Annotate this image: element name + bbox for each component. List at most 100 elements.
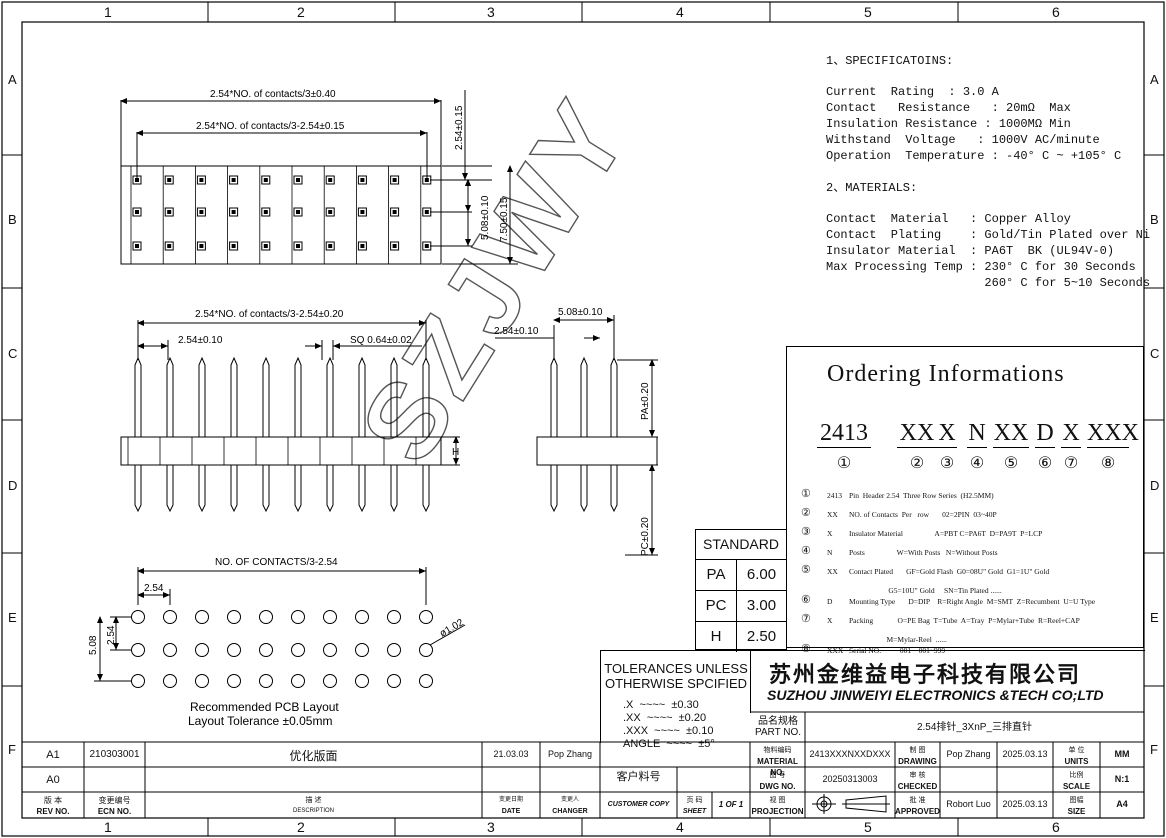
column-label-top: 5 [864,4,872,20]
order-item-desc: Contact Plated GF=Gold Flash G0=08U" Gol… [849,567,1050,576]
pcb-hole [227,674,241,688]
dim-pc: PC±0.20 [640,517,651,556]
order-item-num: ① [801,488,811,500]
order-item-desc: G5=10U" Gold SN=Tin Plated ...... [849,586,1002,595]
side-pin-lower [166,465,174,513]
rev-number: A0 [46,774,60,786]
scale-value: N:1 [1114,774,1130,784]
pin-square [132,241,142,251]
pcb-hole [387,610,401,624]
units-en: UNITS [1064,757,1089,766]
dim-pcb-v2: 5.08 [88,635,99,655]
pin-square [357,175,367,185]
pin-square [164,175,174,185]
approved-name: Robort Luo [946,799,991,809]
pin-square-inner [360,210,365,214]
side-pin-lower [134,465,142,513]
pin-square-inner [263,210,268,214]
pcb-hole [323,610,337,624]
material-line: Insulator Material : PA6T BK (UL94V-0) [826,244,1115,258]
scale-en: SCALE [1062,782,1091,791]
row-label-left: F [8,742,16,757]
date-header: 变更日期 DATE [482,795,540,817]
company-name-en: SUZHOU JINWEIYI ELECTRONICS &TECH CO;LTD [767,687,1104,703]
end-pin-upper [550,356,558,438]
pin-square-inner [263,244,268,248]
pin-square-inner [392,210,397,214]
order-item-key: D [827,597,833,606]
pin-square [229,175,239,185]
spec-heading: 1、SPECIFICATOINS: [826,54,954,68]
rev-number: A1 [46,749,60,761]
material-line: 260° C for 5~10 Seconds [826,276,1151,290]
order-item-num: ② [801,507,811,519]
dim-end-pitch: 5.08±0.10 [558,307,603,318]
ecn-header: 变更编号 ECN NO. [84,795,145,817]
order-item-desc: NO. of Contacts Per row 02=2PIN 03~40P [849,510,997,519]
order-item-key: X [827,529,833,538]
size-cn: 图幅 [1069,797,1084,804]
row-label-right: B [1150,212,1159,227]
pcb-hole [291,674,305,688]
side-pin-upper [230,356,238,438]
row-label-left: A [8,72,17,87]
rev-description: 优化版面 [289,749,338,763]
part-label-cn: 品名规格 [758,716,798,727]
pin-square [325,175,335,185]
pin-square [293,241,303,251]
dim-top-v1: 2.54±0.15 [454,105,465,150]
drawing-en: DRAWING [898,757,937,766]
size-value: A4 [1116,799,1128,809]
date-header-cn: 变更日期 [498,797,523,803]
material-en: MATERIAL NO. [757,757,798,777]
pin-square-inner [392,244,397,248]
order-item-desc: Packing O=PE Bag T=Tube A=Tray P=Mylar+T… [849,616,1080,625]
pcb-hole [163,610,177,624]
pcb-hole [195,610,209,624]
standard-value: 6.00 [746,566,777,583]
material-line: Max Processing Temp : 230° C for 30 Seco… [826,260,1136,274]
pcb-hole [291,643,305,657]
standard-title: STANDARD [696,530,786,560]
order-code-number: ③ [939,455,955,472]
dim-side-h: H [452,447,459,458]
approved-label: 批 准 APPROVED [895,795,940,817]
row-label-right: D [1150,478,1160,493]
pin-square-inner [135,178,139,182]
sheet-en: SHEET [682,808,707,815]
pin-square [196,207,206,217]
order-item-num: ⑤ [801,564,811,576]
side-pin-upper [262,356,270,438]
order-code-number: ⑦ [1063,455,1079,472]
order-item-num: ③ [801,526,811,538]
pcb-hole [259,674,273,688]
order-code-part: X [937,420,957,448]
order-item-row: G5=10U" Gold SN=Tin Plated ...... [801,584,1141,595]
pcb-hole [227,643,241,657]
material-value: 2413XXXNXXDXXX [809,749,891,759]
rev-date: 21.03.03 [493,749,529,759]
end-pin-lower [610,465,618,513]
pcb-hole [387,643,401,657]
order-item-num: ④ [801,545,811,557]
column-label-top: 1 [104,4,112,20]
pcb-tolerance: Layout Tolerance ±0.05mm [188,714,332,728]
dwg-en: DWG NO. [759,782,796,791]
column-label-top: 6 [1052,4,1060,20]
ordering-title: Ordering Informations [827,361,1065,387]
standard-value: 2.50 [746,628,777,645]
spec-line: Operation Temperature : -40° C ~ +105° C [826,149,1122,163]
company-name-cn: 苏州金维益电子科技有限公司 [769,662,1082,687]
dwg-label: 图 号 DWG NO. [750,770,805,792]
order-code-part: D [1035,420,1055,448]
pcb-hole [355,610,369,624]
dim-pa: PA±0.20 [640,382,651,420]
material-line: Contact Material : Copper Alloy [826,212,1071,226]
pin-square-inner [328,244,333,248]
